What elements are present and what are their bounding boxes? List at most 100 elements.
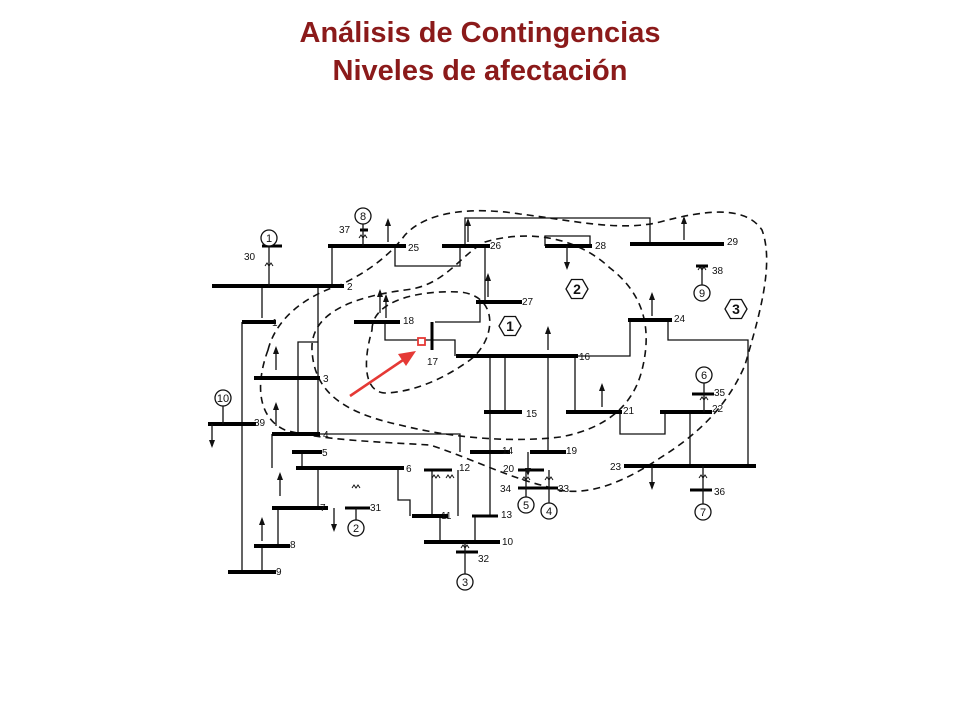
- bus-label: 1: [272, 318, 278, 329]
- load-arrow-head: [259, 517, 265, 525]
- generator-label: 7: [700, 507, 706, 519]
- line: [544, 235, 591, 246]
- generator-6: [695, 366, 713, 384]
- bus-label: 39: [254, 418, 266, 429]
- generator-9: [693, 284, 711, 302]
- area-number-2: [565, 278, 589, 300]
- area-boundaries: [259, 209, 768, 493]
- bus-label: 6: [406, 464, 412, 475]
- generator-label: 6: [701, 370, 707, 382]
- bus-label: 2: [347, 282, 353, 293]
- bus-label: 3: [323, 374, 329, 385]
- bus-label: 30: [244, 252, 256, 263]
- bus-label: 24: [674, 314, 686, 325]
- load-arrows: [209, 216, 687, 541]
- bus-label: 13: [501, 510, 513, 521]
- bus-label: 16: [579, 352, 591, 363]
- load-arrow-head: [599, 383, 605, 391]
- transformer: [358, 234, 368, 239]
- area-number-label: 3: [732, 301, 740, 317]
- bus-label: 10: [502, 537, 514, 548]
- area-number-label: 2: [573, 281, 581, 297]
- bus-label: 15: [526, 409, 538, 420]
- area-number-1: [498, 315, 522, 337]
- buses: [208, 228, 756, 574]
- line: [297, 341, 318, 378]
- fault-arrow-shaft: [349, 356, 407, 398]
- load-arrow-head: [331, 524, 337, 532]
- bus-label: 14: [502, 446, 514, 457]
- line: [397, 468, 411, 516]
- generator-5: [517, 496, 535, 514]
- line: [394, 246, 461, 267]
- transformer: [698, 474, 708, 479]
- transformer: [699, 396, 709, 401]
- line: [464, 217, 651, 246]
- generator-label: 1: [266, 233, 272, 245]
- bus-label: 23: [610, 462, 622, 473]
- generator-label: 3: [462, 577, 468, 589]
- line: [432, 339, 456, 356]
- bus-label: 20: [503, 464, 515, 475]
- bus-label: 4: [323, 430, 329, 441]
- generator-label: 10: [217, 393, 229, 405]
- load-arrow-head: [465, 218, 471, 226]
- bus-label: 12: [459, 463, 471, 474]
- bus-label: 26: [490, 241, 502, 252]
- bus-label: 21: [623, 406, 635, 417]
- bus-label: 37: [339, 225, 351, 236]
- title-line-1: Análisis de Contingencias: [299, 17, 661, 49]
- load-arrow-head: [383, 294, 389, 302]
- area-number-3: [724, 298, 748, 320]
- load-arrow-head: [209, 440, 215, 448]
- bus-label: 7: [320, 503, 326, 514]
- generator-label: 4: [546, 506, 552, 518]
- bus-label: 38: [712, 266, 724, 277]
- line: [667, 320, 749, 466]
- transformer: [431, 474, 441, 479]
- load-arrow-head: [649, 292, 655, 300]
- load-arrow-head: [273, 346, 279, 354]
- area-boundary-1: [365, 290, 491, 394]
- generator-2: [347, 519, 365, 537]
- bus-label: 27: [522, 297, 534, 308]
- bus-label: 32: [478, 554, 490, 565]
- generator-label: 9: [699, 288, 705, 300]
- area-number-label: 1: [506, 318, 514, 334]
- contingency-marker: [349, 337, 426, 398]
- transmission-lines: [234, 217, 749, 572]
- load-arrow-head: [485, 273, 491, 281]
- load-arrow-head: [681, 216, 687, 224]
- bus-label: 31: [370, 503, 382, 514]
- transformer: [460, 544, 470, 549]
- bus-label: 35: [714, 388, 726, 399]
- fault-point-marker: [417, 337, 426, 346]
- generator-stubs: [222, 224, 705, 574]
- line: [384, 322, 432, 341]
- generator-10: [214, 389, 232, 407]
- bus-label: 8: [290, 540, 296, 551]
- line: [318, 433, 461, 452]
- line: [575, 320, 631, 357]
- load-arrow-head: [377, 289, 383, 297]
- bus-label: 18: [403, 316, 415, 327]
- area-boundary-3: [259, 209, 768, 493]
- load-arrow-head: [545, 326, 551, 334]
- fault-arrow-head: [398, 351, 416, 366]
- generator-7: [694, 503, 712, 521]
- load-arrow-head: [649, 482, 655, 490]
- bus-label: 22: [712, 404, 724, 415]
- bus-label: 11: [441, 511, 452, 522]
- transformer: [445, 474, 455, 479]
- bus-label: 17: [427, 357, 439, 368]
- line: [619, 412, 666, 435]
- generator-label: 8: [360, 211, 366, 223]
- bus-label: 5: [322, 448, 328, 459]
- slide-title: Análisis de Contingencias Niveles de afe…: [0, 14, 960, 90]
- title-line-2: Niveles de afectación: [332, 55, 628, 87]
- load-arrow-head: [525, 468, 531, 476]
- bus-label: 33: [558, 484, 570, 495]
- line: [435, 302, 481, 323]
